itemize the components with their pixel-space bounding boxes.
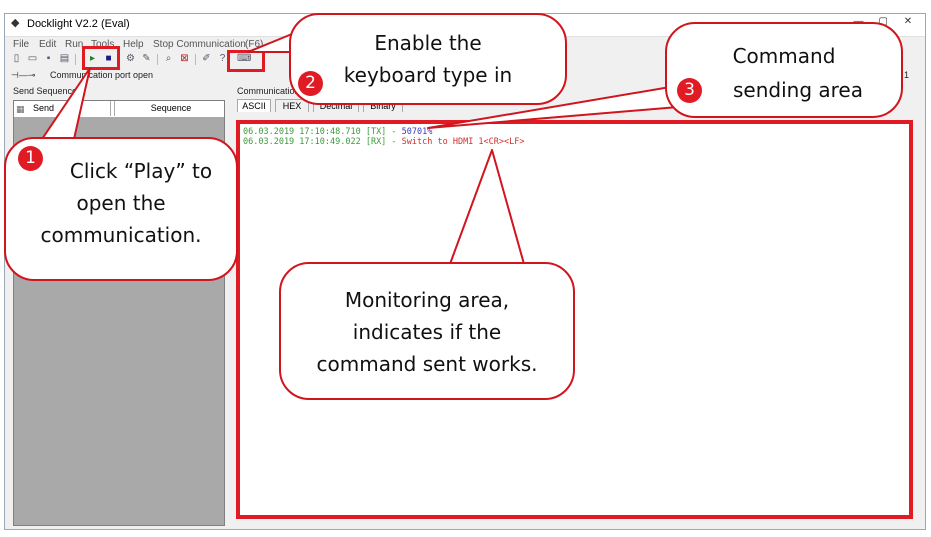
log-rx-timestamp: 06.03.2019 17:10:49.022 xyxy=(243,137,361,147)
log-line-rx: 06.03.2019 17:10:49.022 [RX] - Switch to… xyxy=(243,137,525,147)
binoculars-icon[interactable]: ⌕ xyxy=(165,53,172,64)
callout-3-badge: 3 xyxy=(677,78,702,103)
stop-icon[interactable]: ■ xyxy=(105,53,112,64)
wrench-icon[interactable]: ✎ xyxy=(142,53,151,64)
communication-label: Communication xyxy=(237,86,300,96)
status-text: Communication port open xyxy=(50,70,154,80)
callout-2-badge: 2 xyxy=(298,71,323,96)
new-file-icon[interactable]: ▯ xyxy=(13,53,20,64)
play-icon[interactable]: ▸ xyxy=(89,53,96,64)
monitor-callout-line-1: Monitoring area, xyxy=(344,288,510,312)
callout-command-area: Command sending area xyxy=(665,22,903,118)
connection-icon: ⊣—⊸ xyxy=(11,70,36,80)
menu-tools[interactable]: Tools xyxy=(91,39,115,50)
callout-2-line-1: Enable the xyxy=(374,31,482,55)
menu-shortcut-f6: (F6) xyxy=(245,39,264,50)
grid-header: ▦ Send Sequence xyxy=(14,101,224,117)
menu-help[interactable]: Help xyxy=(123,39,144,50)
keyboard-icon[interactable]: ⌨ xyxy=(237,53,252,64)
monitor-callout-line-3: command sent works. xyxy=(316,352,538,376)
settings-icon[interactable]: ⚙ xyxy=(126,53,135,64)
window-controls: — ▢ ✕ xyxy=(847,16,919,27)
monitor-callout-line-2: indicates if the xyxy=(352,320,502,344)
callout-1-line-2: open the xyxy=(76,191,166,215)
tab-ascii[interactable]: ASCII xyxy=(237,99,271,112)
callout-1-line-1: Click “Play” to xyxy=(69,159,213,183)
minimize-button[interactable]: — xyxy=(847,16,869,27)
callout-play: Click “Play” to open the communication. xyxy=(4,137,238,281)
status-indicator: 1 xyxy=(903,70,909,80)
help-icon[interactable]: ? xyxy=(219,53,226,64)
open-folder-icon[interactable]: ▭ xyxy=(27,53,38,64)
callout-2-line-2: keyboard type in xyxy=(343,63,513,87)
toolbar: ▯ ▭ ▪ ▤ ▸ ■ ⚙ ✎ ⌕ ⊠ ✐ ? ⌨ xyxy=(5,52,925,68)
menu-run[interactable]: Run xyxy=(65,39,84,50)
callout-3-line-1: Command xyxy=(732,44,836,68)
callout-3-line-2: sending area xyxy=(733,78,863,102)
menu-edit[interactable]: Edit xyxy=(39,39,57,50)
log-tx-timestamp: 06.03.2019 17:10:48.710 xyxy=(243,127,361,137)
menu-stop-communication[interactable]: Stop Communication xyxy=(153,39,246,50)
column-name[interactable] xyxy=(72,101,111,116)
app-icon: ◆ xyxy=(11,17,20,29)
menu-file[interactable]: File xyxy=(13,39,30,50)
callout-monitoring: Monitoring area, indicates if the comman… xyxy=(279,262,575,400)
send-sequences-label: Send Sequences xyxy=(13,86,82,96)
grid-header-icon: ▦ xyxy=(16,104,25,114)
log-tx-data: 50701% xyxy=(401,127,433,137)
close-button[interactable]: ✕ xyxy=(903,16,913,27)
callout-1-line-3: communication. xyxy=(40,223,202,247)
keyboard-highlight xyxy=(227,50,265,72)
log-rx-data: Switch to HDMI 1<CR><LF> xyxy=(401,137,525,147)
log-tx-dir: [TX] xyxy=(365,127,387,137)
status-line: ⊣—⊸ Communication port open 1 xyxy=(5,68,925,82)
print-icon[interactable]: ▤ xyxy=(59,53,70,64)
maximize-button[interactable]: ▢ xyxy=(878,16,888,27)
clear-icon[interactable]: ⊠ xyxy=(180,53,189,64)
log-line-tx: 06.03.2019 17:10:48.710 [TX] - 50701% xyxy=(243,127,433,137)
play-stop-highlight xyxy=(82,46,120,70)
callout-1-badge: 1 xyxy=(18,146,43,171)
save-icon[interactable]: ▪ xyxy=(46,53,51,64)
edit-icon[interactable]: ✐ xyxy=(202,53,211,64)
column-send[interactable]: Send xyxy=(30,101,70,116)
window-title: Docklight V2.2 (Eval) xyxy=(27,18,130,30)
callout-keyboard: Enable the keyboard type in xyxy=(289,13,567,105)
column-sequence[interactable]: Sequence xyxy=(114,101,227,116)
log-rx-dir: [RX] xyxy=(365,137,387,147)
tab-hex[interactable]: HEX xyxy=(275,99,309,112)
